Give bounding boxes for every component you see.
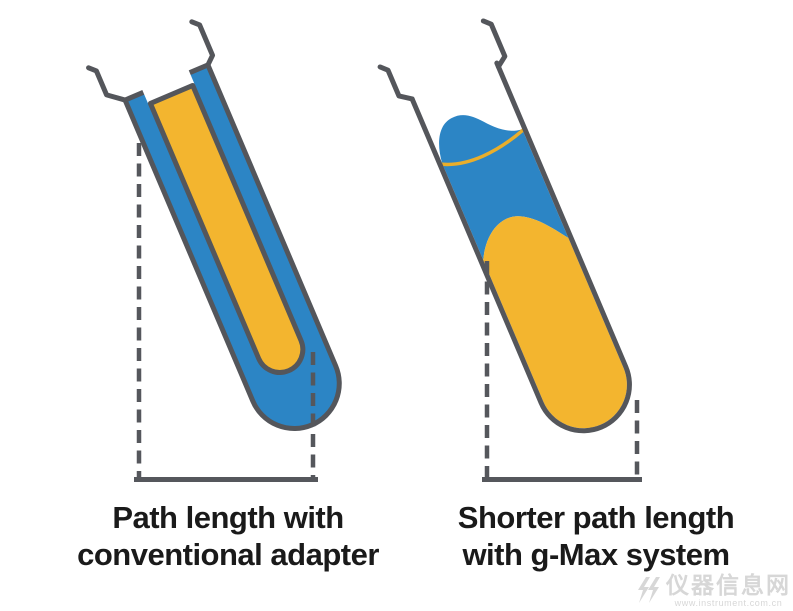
right-caption-line2: with g-Max system <box>462 537 730 572</box>
watermark: 仪器信息网 www.instrument.com.cn <box>637 573 791 608</box>
left-caption-line1: Path length with <box>112 500 344 535</box>
conventional-inner-vapor-tube <box>147 82 306 375</box>
gmax-tube-outline <box>409 60 632 434</box>
adapter-joint-mark-left <box>86 65 128 103</box>
gmax-condensate-region <box>439 115 569 261</box>
gmax-solvent-film-line <box>440 128 525 167</box>
tube-mouth-gap <box>141 69 195 105</box>
gmax-tube-group <box>377 18 632 434</box>
double-lightning-bolt-icon <box>638 576 660 603</box>
watermark-site-url: www.instrument.com.cn <box>674 598 783 608</box>
right-caption-line1: Shorter path length <box>457 500 735 535</box>
left-caption: Path length with conventional adapter <box>28 499 428 573</box>
conventional-tube-group <box>86 19 342 431</box>
right-caption: Shorter path length with g-Max system <box>404 499 788 573</box>
adapter-joint-mark-right <box>189 19 216 68</box>
gmax-joint-mark-right <box>480 18 508 70</box>
gmax-solvent-region <box>483 216 627 429</box>
left-caption-line2: conventional adapter <box>77 537 379 572</box>
watermark-site-name: 仪器信息网 <box>666 572 791 598</box>
gmax-joint-mark-left <box>377 64 415 102</box>
watermark-text: 仪器信息网 www.instrument.com.cn <box>666 573 791 608</box>
